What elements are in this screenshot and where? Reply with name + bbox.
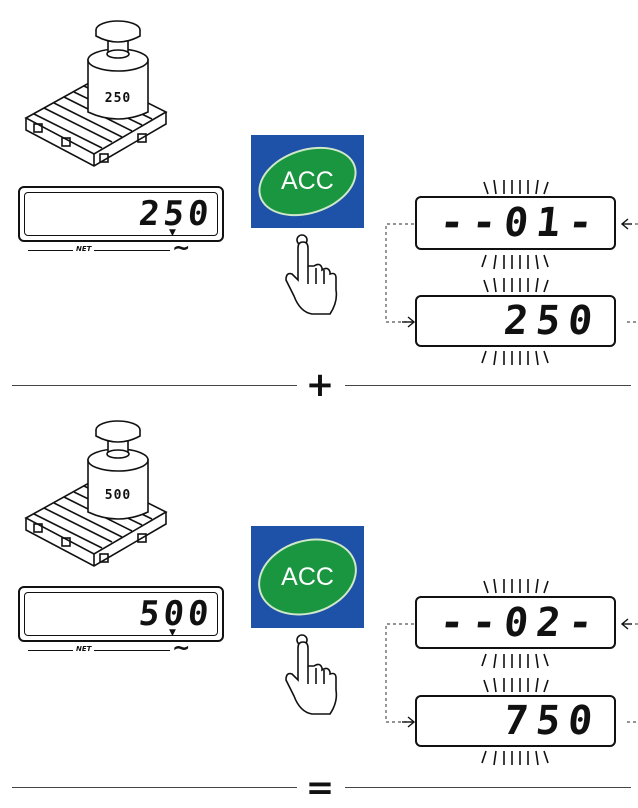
equals-symbol: = bbox=[305, 768, 335, 808]
weight-icon bbox=[87, 420, 149, 520]
total-display: 250 bbox=[415, 295, 616, 347]
pallet-weight-illustration-1 bbox=[24, 20, 168, 167]
total-display: 750 bbox=[415, 695, 616, 747]
cycle-arrows-icon bbox=[385, 218, 638, 328]
scale-display: 250 bbox=[18, 186, 224, 242]
blink-rays-icon bbox=[483, 179, 549, 195]
stable-marker: ▼ bbox=[169, 228, 176, 238]
blink-rays-icon bbox=[481, 254, 549, 270]
separator-line bbox=[12, 385, 297, 386]
acc-button-label: ACC bbox=[281, 167, 334, 196]
pallet-weight-illustration-2 bbox=[24, 420, 168, 567]
blink-rays-icon bbox=[483, 578, 549, 594]
blink-rays-icon bbox=[483, 277, 549, 293]
pointing-hand-icon bbox=[285, 634, 338, 715]
separator-line bbox=[345, 385, 631, 386]
blink-rays-icon bbox=[481, 653, 549, 669]
acc-button[interactable]: ACC bbox=[249, 134, 366, 229]
cycle-arrows-icon bbox=[385, 618, 638, 728]
weight-label: 500 bbox=[104, 488, 132, 503]
scale-display: 500 bbox=[18, 586, 224, 642]
separator-line bbox=[345, 787, 631, 788]
net-label: NET bbox=[76, 645, 92, 653]
acc-button-label: ACC bbox=[281, 562, 334, 591]
blink-rays-icon bbox=[483, 677, 549, 693]
counter-display: --02- bbox=[415, 596, 616, 649]
pointing-hand-icon bbox=[285, 234, 338, 315]
stable-marker: ▼ bbox=[169, 628, 176, 638]
stable-indicator: ~ bbox=[172, 236, 191, 261]
counter-display: --01- bbox=[415, 196, 616, 250]
weight-label: 250 bbox=[104, 91, 132, 106]
blink-rays-icon bbox=[481, 350, 549, 366]
plus-symbol: + bbox=[305, 365, 335, 405]
net-label: NET bbox=[76, 245, 92, 253]
weight-icon bbox=[87, 20, 149, 120]
acc-button[interactable]: ACC bbox=[248, 526, 367, 628]
stable-indicator: ~ bbox=[172, 636, 191, 661]
blink-rays-icon bbox=[481, 750, 549, 766]
separator-line bbox=[12, 787, 297, 788]
